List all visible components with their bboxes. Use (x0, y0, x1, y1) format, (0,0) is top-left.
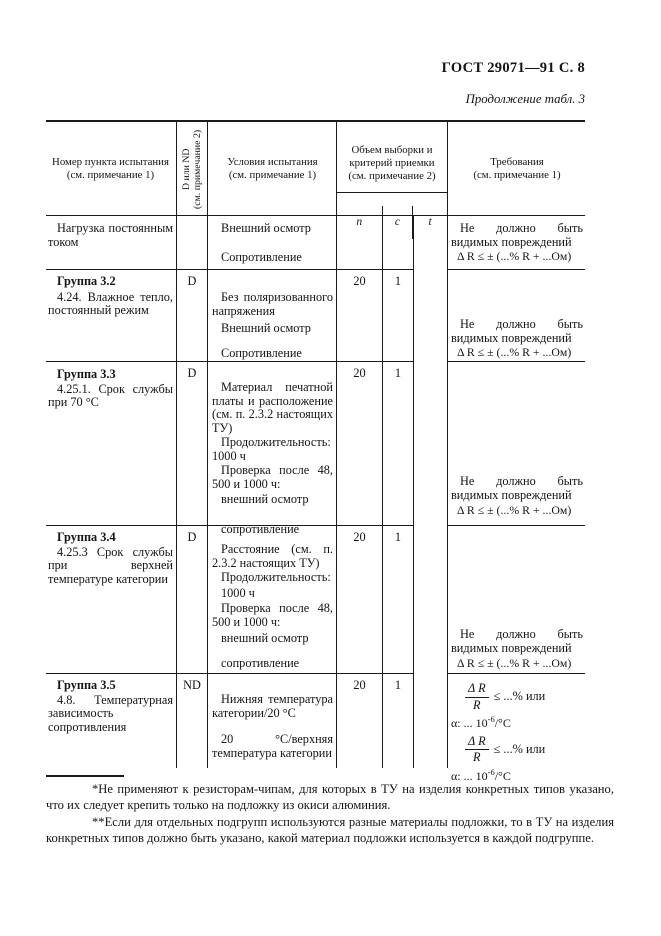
row5-d-nd: ND (183, 678, 201, 692)
table-row: Группа 3.5 4.8. Температурная зависимост… (46, 673, 585, 782)
row4-condition: Продолжительность: (221, 570, 331, 584)
row4-condition: 1000 ч (221, 585, 255, 600)
row5-n: 20 (353, 678, 366, 692)
row5-condition: 20 °С/верхняя температура категории (212, 732, 333, 760)
sample-group-label: Объем выборки и критерий приемки (см. пр… (337, 135, 447, 193)
col-header-d-nd: D или ND (см. примечание 2) (177, 122, 208, 215)
row3-condition: Продолжительность: 1000 ч (212, 435, 331, 463)
row3-clause: 4.25.1. Срок службы при 70 °С (48, 381, 173, 409)
row5-group: Группа 3.5 (57, 678, 116, 692)
row3-condition: внешний осмотр (221, 492, 309, 506)
row4-clause: 4.25.3 Срок службы при верхней температу… (48, 544, 173, 586)
row1-t (414, 216, 448, 269)
footnote-divider (46, 775, 124, 777)
row3-condition: Проверка после 48, 500 и 1000 ч: (212, 463, 333, 491)
row2-requirement-formula: Δ R ≤ ± (...% R + ...Ом) (457, 345, 572, 359)
footnote-1: *Не применяют к резисторам-чипам, для ко… (46, 782, 614, 813)
col-header-test-number: Номер пункта испытания (см. примечание 1… (46, 122, 177, 215)
row4-c: 1 (394, 530, 402, 544)
row4-condition: Расстояние (см. п. 2.3.2 настоящих ТУ) (212, 542, 333, 570)
row4-t (414, 525, 448, 673)
table-header-row: Номер пункта испытания (см. примечание 1… (46, 120, 585, 240)
row3-requirement-formula: Δ R ≤ ± (...% R + ...Ом) (457, 503, 572, 517)
row4-condition: Проверка после 48, 500 и 1000 ч: (212, 601, 333, 629)
row1-condition: Сопротивление (221, 249, 302, 264)
row3-t (414, 361, 448, 525)
row1-requirement-formula: Δ R ≤ ± (...% R + ...Ом) (457, 249, 572, 263)
row2-t (414, 269, 448, 361)
row5-alpha-line: α: ... 10-6/°С (451, 714, 511, 730)
row3-n: 20 (353, 366, 366, 380)
footnote-2: **Если для отдельных подгрупп используют… (46, 814, 614, 846)
row5-clause: 4.8. Температурная зависимость сопротивл… (48, 692, 173, 734)
row5-condition: Нижняя температура категории/20 °С (212, 692, 333, 720)
col-header-requirements: Требования (см. примечание 1) (473, 155, 561, 181)
subcol-t: t (428, 216, 432, 229)
row4-condition: сопротивление (221, 655, 300, 670)
row2-group: Группа 3.2 (57, 274, 116, 288)
row2-c: 1 (394, 274, 402, 288)
row1-condition: Внешний осмотр (221, 221, 311, 235)
row1-d-nd (177, 216, 208, 269)
row2-condition: Сопротивление (221, 345, 302, 360)
delta-r-fraction: Δ R R (465, 681, 489, 712)
row3-d-nd: D (187, 366, 197, 380)
row4-n: 20 (353, 530, 366, 544)
row2-condition: Без поляризованного напряжения (212, 290, 333, 318)
row4-d-nd: D (187, 530, 197, 544)
test-table: Номер пункта испытания (см. примечание 1… (46, 120, 585, 782)
footnotes: *Не применяют к резисторам-чипам, для ко… (46, 781, 614, 847)
doc-reference: ГОСТ 29071—91 С. 8 (441, 60, 585, 76)
row1-requirement: Не должно быть видимых повреждений (451, 221, 583, 249)
row5-requirement-fraction: Δ R R ≤ ...% или (465, 681, 583, 712)
row2-requirement: Не должно быть видимых повреждений (451, 317, 583, 345)
d-nd-vertical-label: D или ND (см. примечание 2) (181, 128, 203, 209)
row4-requirement-formula: Δ R ≤ ± (...% R + ...Ом) (457, 656, 572, 670)
fraction-condition: ≤ ...% или (493, 689, 546, 704)
table-row: Нагрузка постоянным током Внешний осмотр… (46, 216, 585, 269)
fraction-condition: ≤ ...% или (493, 741, 546, 756)
row2-condition: Внешний осмотр (221, 321, 311, 335)
row2-d-nd: D (187, 274, 197, 288)
table-row: Группа 3.2 4.24. Влажное тепло, постоянн… (46, 269, 585, 361)
row3-group: Группа 3.3 (57, 367, 116, 381)
subcol-c: c (383, 206, 414, 240)
row1-c (383, 216, 414, 269)
table-row: Группа 3.3 4.25.1. Срок службы при 70 °С… (46, 361, 585, 535)
row1-clause: Нагрузка постоянным током (48, 221, 173, 249)
table-caption: Продолжение табл. 3 (465, 92, 585, 106)
col-header-conditions: Условия испытания (см. примечание 1) (208, 122, 337, 215)
row3-condition: Материал печатной платы и расположение (… (212, 380, 333, 435)
delta-r-fraction: Δ R R (465, 734, 489, 765)
col-header-sample: Объем выборки и критерий приемки (см. пр… (337, 122, 448, 240)
row5-requirement-fraction: Δ R R ≤ ...% или (465, 734, 583, 765)
row3-requirement: Не должно быть видимых повреждений (451, 474, 583, 502)
table-row: Группа 3.4 4.25.3 Срок службы при верхне… (46, 525, 585, 673)
row4-requirement: Не должно быть видимых повреждений (451, 627, 583, 655)
row4-group: Группа 3.4 (57, 530, 116, 544)
row1-n (337, 216, 383, 269)
row5-alpha-line: α: ... 10-6/°С (451, 766, 511, 783)
row2-n: 20 (353, 274, 366, 288)
row2-clause: 4.24. Влажное тепло, постоянный режим (48, 289, 173, 317)
row3-c: 1 (394, 366, 402, 380)
row4-condition: внешний осмотр (221, 631, 309, 645)
row5-t (414, 673, 448, 768)
row5-c: 1 (394, 678, 402, 692)
